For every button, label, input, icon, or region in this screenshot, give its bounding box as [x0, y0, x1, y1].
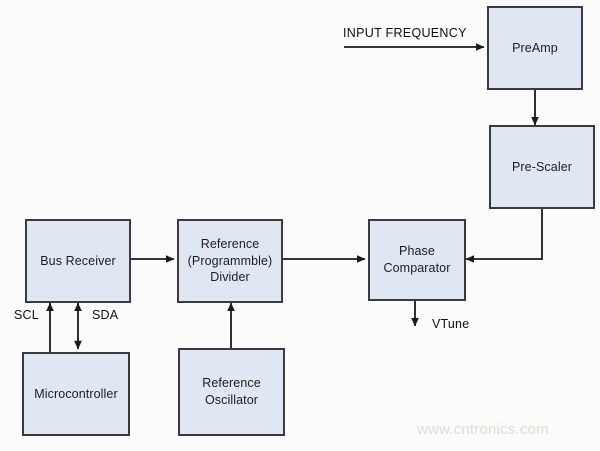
node-bus-receiver-label: Bus Receiver	[40, 253, 116, 268]
node-reference-oscillator-label: Reference Oscillator	[202, 376, 261, 407]
node-reference-divider[interactable]: Reference (Programmble) Divider	[177, 219, 283, 303]
label-vtune: VTune	[432, 317, 470, 331]
node-bus-receiver[interactable]: Bus Receiver	[25, 219, 131, 303]
label-input-frequency: INPUT FREQUENCY	[343, 26, 467, 40]
node-phase-comparator-label: Phase Comparator	[383, 244, 451, 275]
node-reference-oscillator[interactable]: Reference Oscillator	[178, 348, 285, 436]
node-microcontroller-label: Microcontroller	[34, 386, 118, 401]
label-scl: SCL	[14, 308, 39, 322]
node-reference-divider-label: Reference (Programmble) Divider	[187, 236, 273, 285]
node-microcontroller[interactable]: Microcontroller	[22, 352, 130, 436]
node-prescaler-label: Pre-Scaler	[511, 159, 573, 174]
node-preamp[interactable]: PreAmp	[487, 6, 583, 90]
wire-prescaler-to-phasecomp	[465, 209, 543, 263]
node-prescaler[interactable]: Pre-Scaler	[489, 125, 595, 209]
node-preamp-label: PreAmp	[512, 40, 558, 55]
watermark: www.cntronics.com	[417, 421, 549, 438]
label-sda: SDA	[92, 308, 119, 322]
node-phase-comparator[interactable]: Phase Comparator	[368, 219, 466, 301]
